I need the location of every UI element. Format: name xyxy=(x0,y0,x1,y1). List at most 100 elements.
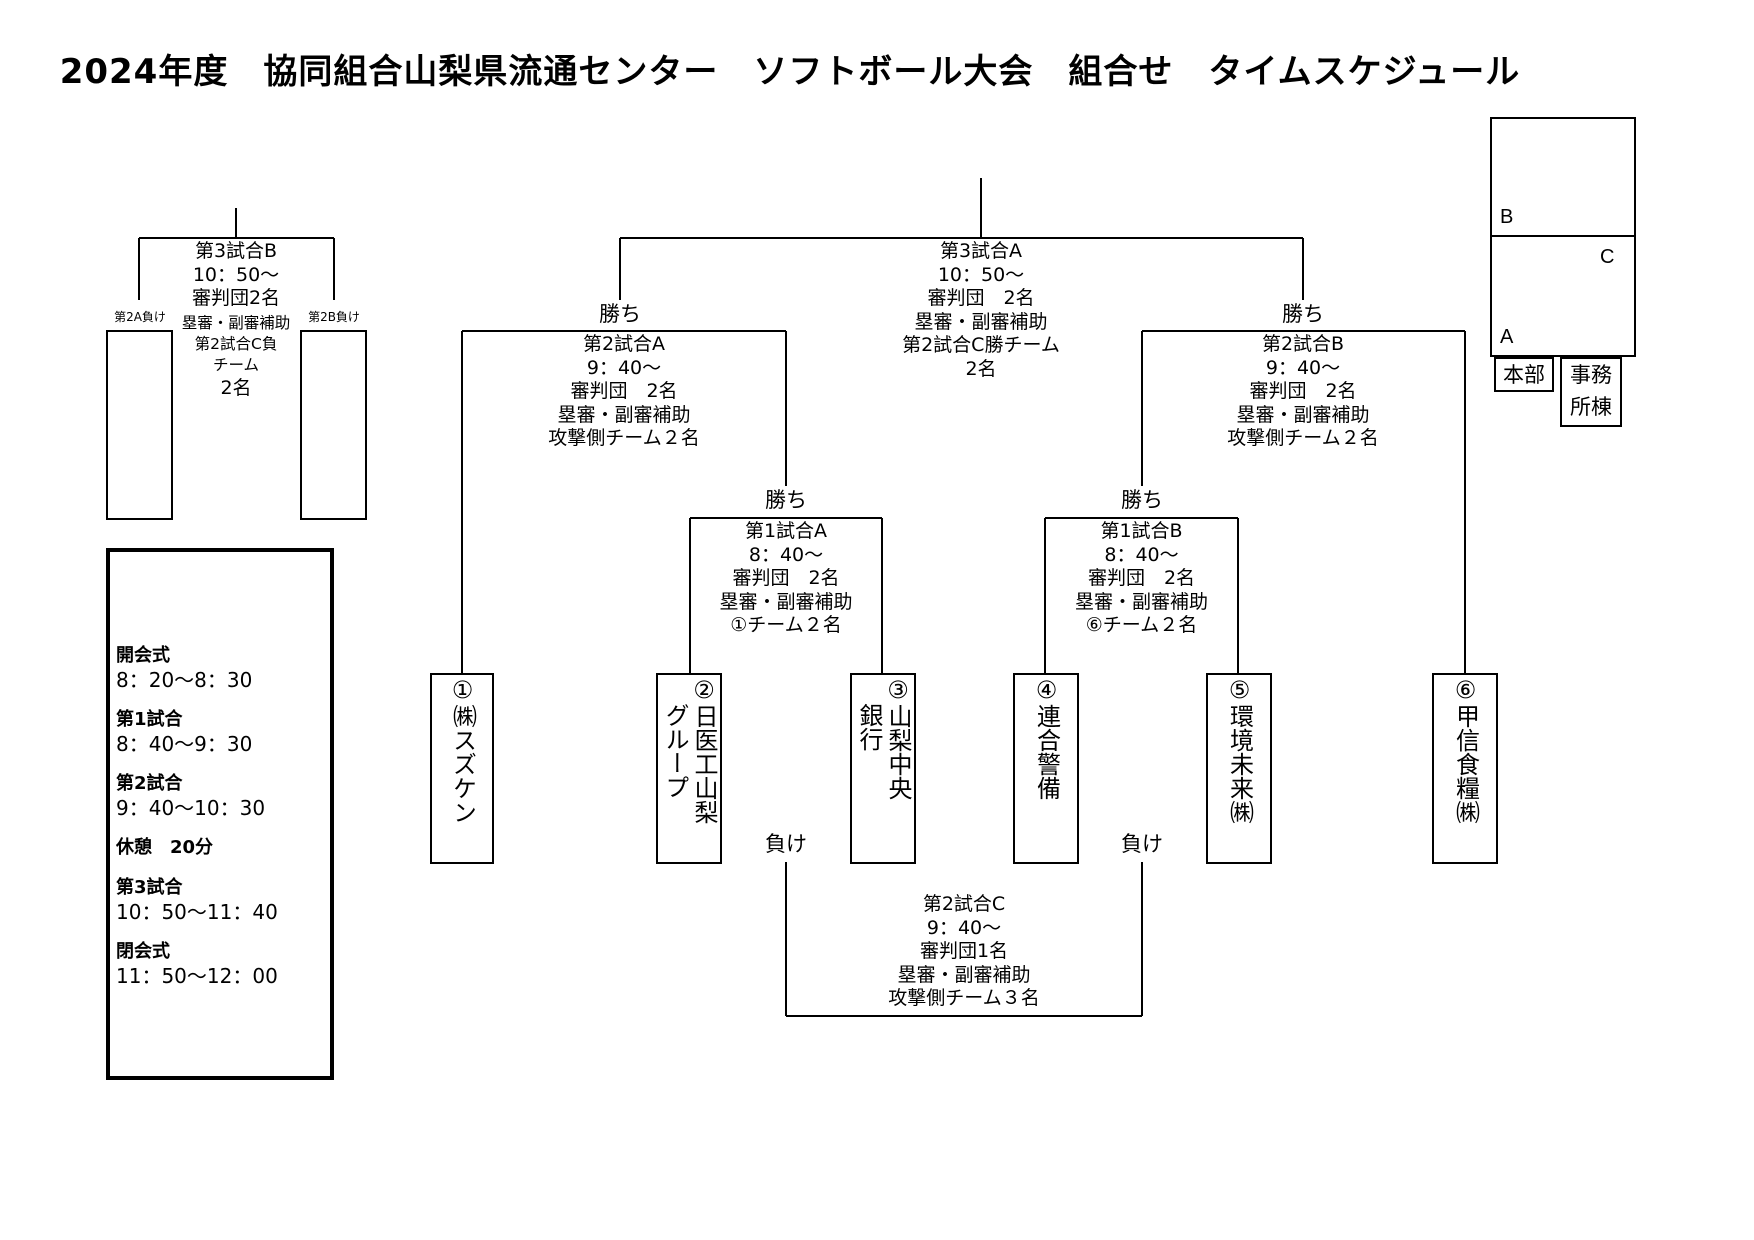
game3a-line: 第2試合C勝チーム xyxy=(902,334,1060,356)
team-name-text: ㈱スズケン xyxy=(448,704,477,824)
slot-box-2b-loser xyxy=(300,330,367,520)
schedule-item: 閉会式 11：50～12：00 xyxy=(116,940,278,988)
game3b-info: 第3試合B 10：50～ 審判団2名 xyxy=(176,240,296,311)
team-3-name: ③山梨中央 銀行 xyxy=(850,676,916,861)
game1b-info: 第1試合B 8：40～ 審判団 2名 塁審・副審補助 ⑥チーム２名 xyxy=(1045,520,1238,638)
team-box-3 xyxy=(850,673,916,864)
game2a-line: 攻撃側チーム２名 xyxy=(548,427,700,449)
team-box-5 xyxy=(1206,673,1272,864)
game3a-line: 10：50～ xyxy=(937,263,1025,286)
team-number: ① xyxy=(448,676,477,704)
win-label: 勝ち xyxy=(765,488,807,512)
game2c-line: 9：40～ xyxy=(926,916,1002,939)
game3b-line: 塁審・副審補助 xyxy=(181,314,291,332)
game2b-line: 9：40～ xyxy=(1265,356,1341,379)
game2c-info: 第2試合C 9：40～ 審判団1名 塁審・副審補助 攻撃側チーム３名 xyxy=(858,893,1070,1011)
game2c-line: 攻撃側チーム３名 xyxy=(888,987,1040,1009)
team-box-1 xyxy=(430,673,494,864)
game2a-info: 第2試合A 9：40～ 審判団 2名 塁審・副審補助 攻撃側チーム２名 xyxy=(520,333,728,451)
schedule-time: 9：40～10：30 xyxy=(116,796,266,820)
win-label: 勝ち xyxy=(599,302,641,326)
schedule-heading: 開会式 xyxy=(116,645,170,666)
office-building-box: 事務 所棟 xyxy=(1560,357,1622,427)
schedule-time: 11：50～12：00 xyxy=(116,964,278,988)
game3a-line: 2名 xyxy=(965,357,997,380)
game3b-line: 2名 xyxy=(220,377,252,399)
game3b-line: 審判団2名 xyxy=(191,287,281,309)
field-c-label: C xyxy=(1600,246,1615,268)
game2b-info: 第2試合B 9：40～ 審判団 2名 塁審・副審補助 攻撃側チーム２名 xyxy=(1199,333,1407,451)
team-name-col: ⑤環境未来㈱ xyxy=(1225,676,1254,861)
schedule-heading: 第3試合 xyxy=(116,877,183,898)
team-name-text: 連合警備 xyxy=(1032,704,1061,800)
game1a-line: 第1試合A xyxy=(744,520,828,542)
team-number: ② xyxy=(690,676,718,704)
game1b-line: ⑥チーム２名 xyxy=(1085,614,1198,636)
office-building-label: 所棟 xyxy=(1570,395,1612,419)
team-name-col: ①㈱スズケン xyxy=(448,676,477,861)
game1b-line: 審判団 2名 xyxy=(1087,567,1196,589)
team-box-6 xyxy=(1432,673,1498,864)
game3b-line: 第2試合C負 xyxy=(194,335,278,353)
game2a-line: 審判団 2名 xyxy=(570,380,678,402)
lose-2a-label: 第2A負け xyxy=(114,310,166,324)
schedule-box: 開会式 8：20～8：30 第1試合 8：40～9：30 第2試合 9：40～1… xyxy=(106,548,334,1080)
game2b-line: 塁審・副審補助 xyxy=(1236,403,1370,426)
schedule-heading: 第1試合 xyxy=(116,709,183,730)
team-name-col: 銀行 xyxy=(855,703,883,751)
game2b-line: 第2試合B xyxy=(1261,333,1345,355)
field-a-label: A xyxy=(1500,326,1514,348)
team-5-name: ⑤環境未来㈱ xyxy=(1206,676,1272,861)
game3a-line: 塁審・副審補助 xyxy=(914,310,1048,333)
office-building-label: 事務 xyxy=(1570,363,1612,387)
headquarters-box: 本部 xyxy=(1494,357,1554,392)
team-name-col: ②日医工山梨 xyxy=(690,676,718,861)
schedule-item: 第1試合 8：40～9：30 xyxy=(116,708,278,756)
schedule-heading: 閉会式 xyxy=(116,941,170,962)
team-name-col: ③山梨中央 xyxy=(884,676,912,861)
game2a-line: 塁審・副審補助 xyxy=(557,403,691,426)
lose-2b-label: 第2B負け xyxy=(308,310,360,324)
team-name-text: 山梨中央 xyxy=(884,704,912,800)
team-box-2 xyxy=(656,673,722,864)
game2c-line: 審判団1名 xyxy=(919,940,1009,962)
team-name-text: 環境未来㈱ xyxy=(1225,704,1254,824)
schedule-heading: 休憩 20分 xyxy=(116,837,214,858)
team-box-4 xyxy=(1013,673,1079,864)
schedule-time: 8：20～8：30 xyxy=(116,668,253,692)
schedule-item: 休憩 20分 xyxy=(116,836,278,860)
game2b-line: 攻撃側チーム２名 xyxy=(1227,427,1379,449)
game3b-small-info: 塁審・副審補助 第2試合C負 チーム xyxy=(172,313,300,376)
team-4-name: ④連合警備 xyxy=(1013,676,1079,861)
team-number: ⑤ xyxy=(1225,676,1254,704)
schedule-list: 開会式 8：20～8：30 第1試合 8：40～9：30 第2試合 9：40～1… xyxy=(116,644,278,1004)
page-title: 2024年度 協同組合山梨県流通センター ソフトボール大会 組合せ タイムスケジ… xyxy=(59,52,1521,92)
team-name-col: グループ xyxy=(661,703,689,799)
game3b-line: チーム xyxy=(212,356,260,374)
game3a-line: 審判団 2名 xyxy=(927,287,1035,309)
team-number: ③ xyxy=(884,676,912,704)
schedule-item: 第3試合 10：50～11：40 xyxy=(116,876,278,924)
game1a-line: ①チーム２名 xyxy=(730,614,842,636)
lose-label: 負け xyxy=(765,832,807,856)
game2a-line: 第2試合A xyxy=(582,333,666,355)
schedule-heading: 第2試合 xyxy=(116,773,183,794)
game2b-line: 審判団 2名 xyxy=(1249,380,1357,402)
slot-box-2a-loser xyxy=(106,330,173,520)
team-1-name: ①㈱スズケン xyxy=(430,676,494,861)
headquarters-label: 本部 xyxy=(1503,363,1545,387)
game1a-line: 8：40～ xyxy=(748,543,824,566)
game2c-line: 塁審・副審補助 xyxy=(897,963,1031,986)
lose-label: 負け xyxy=(1121,832,1163,856)
team-name-col: ④連合警備 xyxy=(1032,676,1061,861)
field-b-label: B xyxy=(1500,206,1514,228)
game1a-line: 塁審・副審補助 xyxy=(719,590,853,613)
team-number: ④ xyxy=(1032,676,1061,704)
game1a-line: 審判団 2名 xyxy=(732,567,840,589)
team-name-text: 甲信食糧㈱ xyxy=(1451,704,1480,824)
schedule-item: 開会式 8：20～8：30 xyxy=(116,644,278,692)
game2c-line: 第2試合C xyxy=(922,893,1006,915)
game2a-line: 9：40～ xyxy=(586,356,662,379)
game3a-line: 第3試合A xyxy=(939,240,1023,262)
